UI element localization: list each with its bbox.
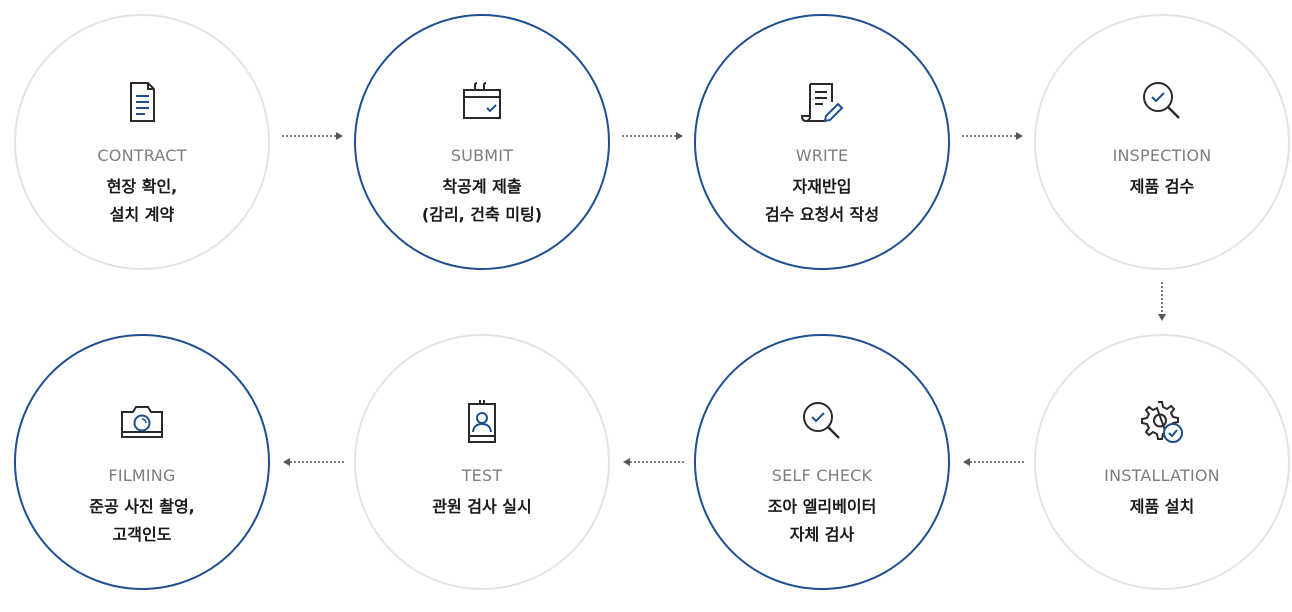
arrow-right-icon <box>282 132 343 140</box>
step-installation: INSTALLATION 제품 설치 <box>1034 334 1290 590</box>
step-description: 착공계 제출(감리, 건축 미팅) <box>421 177 543 224</box>
id-badge-icon <box>468 400 496 443</box>
magnifier-check-icon <box>803 402 840 439</box>
calendar-check-icon <box>463 82 501 119</box>
gear-check-icon <box>1141 401 1183 443</box>
arrow-left-icon <box>963 458 1024 466</box>
step-contract: CONTRACT 현장 확인,설치 계약 <box>14 14 270 270</box>
step-title-en: CONTRACT <box>97 146 187 165</box>
step-description: 준공 사진 촬영,고객인도 <box>89 497 195 544</box>
step-title-en: WRITE <box>795 146 849 165</box>
step-inspection: INSPECTION 제품 검수 <box>1034 14 1290 270</box>
step-test: TEST 관원 검사 실시 <box>354 334 610 590</box>
step-title-en: SELF CHECK <box>771 466 873 485</box>
document-icon <box>130 82 155 122</box>
step-title-en: TEST <box>461 466 503 485</box>
arrow-right-icon <box>962 132 1023 140</box>
step-description: 제품 설치 <box>1129 497 1195 516</box>
camera-icon <box>121 406 163 438</box>
step-title-en: SUBMIT <box>450 146 514 165</box>
arrow-right-icon <box>622 132 683 140</box>
step-description: 제품 검수 <box>1129 177 1195 196</box>
step-filming: FILMING 준공 사진 촬영,고객인도 <box>14 334 270 590</box>
step-submit: SUBMIT 착공계 제출(감리, 건축 미팅) <box>354 14 610 270</box>
arrow-left-icon <box>623 458 684 466</box>
step-title-en: INSTALLATION <box>1104 466 1220 485</box>
step-title-en: FILMING <box>108 466 176 485</box>
arrow-down-icon <box>1158 282 1166 321</box>
magnifier-check-icon <box>1143 82 1180 119</box>
step-description: 관원 검사 실시 <box>432 497 532 516</box>
step-description: 현장 확인,설치 계약 <box>106 177 178 224</box>
step-title-en: INSPECTION <box>1112 146 1212 165</box>
write-document-icon <box>800 83 844 123</box>
arrow-left-icon <box>283 458 344 466</box>
